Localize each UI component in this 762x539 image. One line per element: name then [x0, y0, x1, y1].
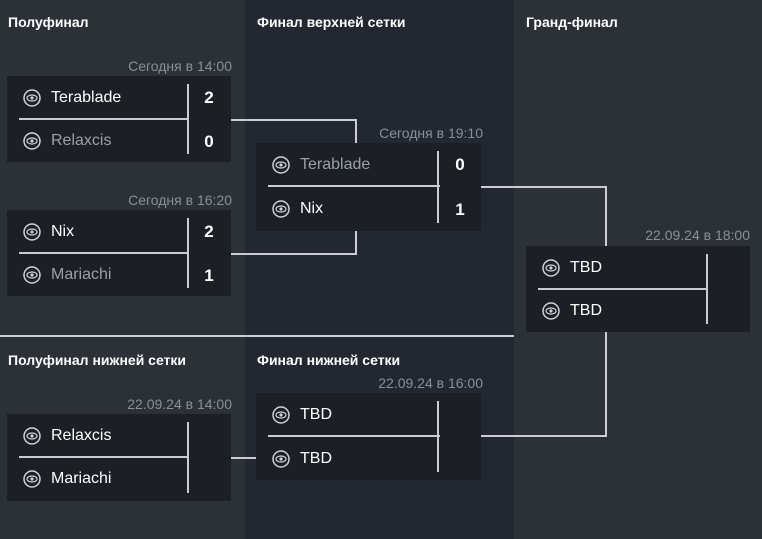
row-separator: [268, 185, 440, 187]
team-row[interactable]: Relaxcis: [7, 414, 187, 457]
team-name: Terablade: [51, 88, 122, 106]
team-logo-icon: [23, 89, 41, 107]
team-name: Nix: [300, 199, 324, 217]
connector-line: [605, 186, 607, 248]
team-score: 0: [204, 132, 214, 151]
connector-line: [605, 331, 607, 437]
row-separator: [268, 435, 440, 437]
score-separator: [187, 84, 189, 154]
team-name: TBD: [300, 405, 332, 423]
team-row[interactable]: Terablade: [256, 143, 437, 186]
team-row[interactable]: Terablade: [7, 76, 187, 119]
team-logo-icon: [272, 406, 290, 424]
team-name: Nix: [51, 222, 75, 240]
connector-line: [481, 435, 607, 437]
team-row[interactable]: Nix: [256, 187, 437, 230]
connector-line: [355, 119, 357, 143]
team-row[interactable]: TBD: [526, 289, 706, 332]
match-card-grand-final[interactable]: TBD TBD: [526, 246, 750, 332]
row-separator: [538, 288, 708, 290]
match-time: Сегодня в 14:00: [128, 58, 232, 74]
score-separator: [187, 218, 189, 288]
team-score: 2: [204, 222, 214, 241]
team-name: Mariachi: [51, 469, 112, 487]
team-name: TBD: [570, 258, 602, 276]
round-title-lower-final: Финал нижней сетки: [257, 352, 401, 368]
connector-line: [231, 253, 357, 255]
team-logo-icon: [23, 132, 41, 150]
team-name: TBD: [300, 449, 332, 467]
team-name: Relaxcis: [51, 426, 112, 444]
score-separator: [706, 254, 708, 324]
team-logo-icon: [542, 302, 560, 320]
match-time: Сегодня в 16:20: [128, 192, 232, 208]
team-score: 2: [204, 88, 214, 107]
match-time: Сегодня в 19:10: [379, 125, 483, 141]
team-row[interactable]: TBD: [526, 246, 706, 289]
team-score: 0: [455, 155, 465, 174]
match-card-lower-semifinal[interactable]: Relaxcis Mariachi: [7, 414, 231, 501]
round-title-lower-semifinal: Полуфинал нижней сетки: [8, 352, 187, 368]
team-row[interactable]: Mariachi: [7, 457, 187, 500]
row-separator: [19, 456, 189, 458]
team-logo-icon: [542, 259, 560, 277]
team-logo-icon: [23, 223, 41, 241]
round-title-upper-final: Финал верхней сетки: [257, 14, 406, 30]
score-separator: [437, 151, 439, 223]
team-logo-icon: [23, 427, 41, 445]
round-title-grand-final: Гранд-финал: [526, 14, 618, 30]
team-row[interactable]: Mariachi: [7, 253, 187, 296]
row-separator: [19, 118, 189, 120]
team-score: 1: [455, 200, 465, 219]
round-title-semifinal: Полуфинал: [8, 14, 89, 30]
score-separator: [437, 401, 439, 472]
team-row[interactable]: Nix: [7, 210, 187, 253]
connector-line: [355, 231, 357, 255]
team-logo-icon: [272, 200, 290, 218]
match-time: 22.09.24 в 16:00: [378, 375, 483, 391]
connector-line: [231, 457, 257, 459]
match-time: 22.09.24 в 14:00: [127, 396, 232, 412]
match-time: 22.09.24 в 18:00: [645, 227, 750, 243]
team-name: TBD: [570, 301, 602, 319]
team-row[interactable]: TBD: [256, 393, 437, 436]
match-card-semifinal-2[interactable]: Nix 2 Mariachi 1: [7, 210, 231, 296]
row-separator: [19, 252, 189, 254]
team-score: 1: [204, 266, 214, 285]
team-logo-icon: [272, 156, 290, 174]
team-name: Mariachi: [51, 265, 112, 283]
team-name: Terablade: [300, 155, 371, 173]
team-logo-icon: [23, 470, 41, 488]
score-separator: [187, 422, 189, 493]
connector-line: [481, 186, 607, 188]
team-logo-icon: [272, 450, 290, 468]
team-row[interactable]: Relaxcis: [7, 119, 187, 162]
bracket-divider: [0, 335, 514, 337]
match-card-upper-final[interactable]: Terablade 0 Nix 1: [256, 143, 481, 231]
team-row[interactable]: TBD: [256, 437, 437, 480]
match-card-semifinal-1[interactable]: Terablade 2 Relaxcis 0: [7, 76, 231, 162]
match-card-lower-final[interactable]: TBD TBD: [256, 393, 481, 480]
connector-line: [231, 119, 357, 121]
team-name: Relaxcis: [51, 131, 112, 149]
team-logo-icon: [23, 266, 41, 284]
